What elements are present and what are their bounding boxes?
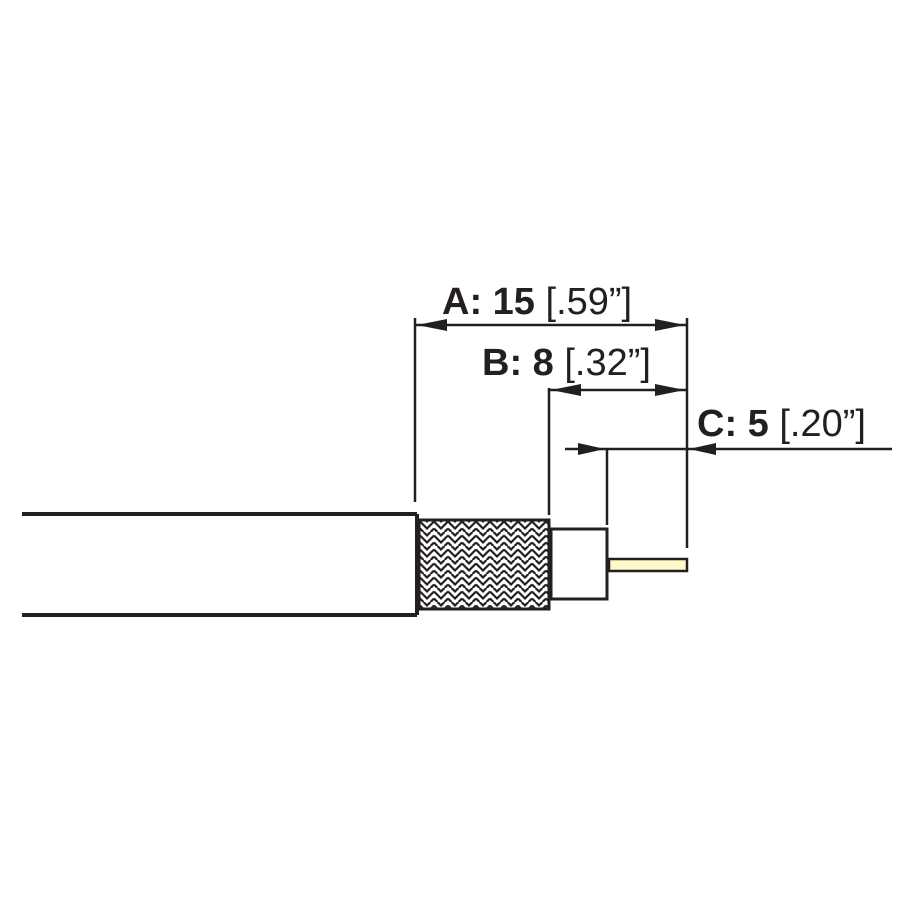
extension-lines	[413, 318, 689, 548]
dimension-line-c	[565, 443, 892, 455]
dimension-label-c: C: 5 [.20”]	[697, 403, 866, 445]
cable-jacket	[14, 512, 419, 617]
dimension-a-prefix: A:	[442, 281, 482, 323]
arrowhead-right	[655, 319, 685, 331]
dimension-c-prefix: C:	[697, 403, 737, 445]
dimension-label-a: A: 15 [.59”]	[442, 281, 632, 323]
dimension-line-a	[415, 319, 687, 331]
center-conductor	[607, 557, 689, 573]
dimension-c-imperial: [.20”]	[779, 403, 866, 445]
arrowhead-left	[417, 319, 447, 331]
dimension-a-imperial: [.59”]	[546, 281, 633, 323]
dimension-c-metric: 5	[748, 403, 769, 445]
dielectric	[549, 527, 609, 601]
arrowhead-right	[655, 384, 685, 396]
dimension-b-imperial: [.32”]	[564, 342, 651, 384]
dimension-b-metric: 8	[533, 342, 554, 384]
braid-shield	[417, 518, 551, 611]
arrowhead-left	[689, 443, 716, 455]
arrowhead-left	[551, 384, 581, 396]
dimension-a-metric: 15	[493, 281, 535, 323]
dimension-label-b: B: 8 [.32”]	[482, 342, 651, 384]
arrowhead-right	[578, 443, 605, 455]
dimension-b-prefix: B:	[482, 342, 522, 384]
dimension-line-b	[549, 384, 687, 396]
